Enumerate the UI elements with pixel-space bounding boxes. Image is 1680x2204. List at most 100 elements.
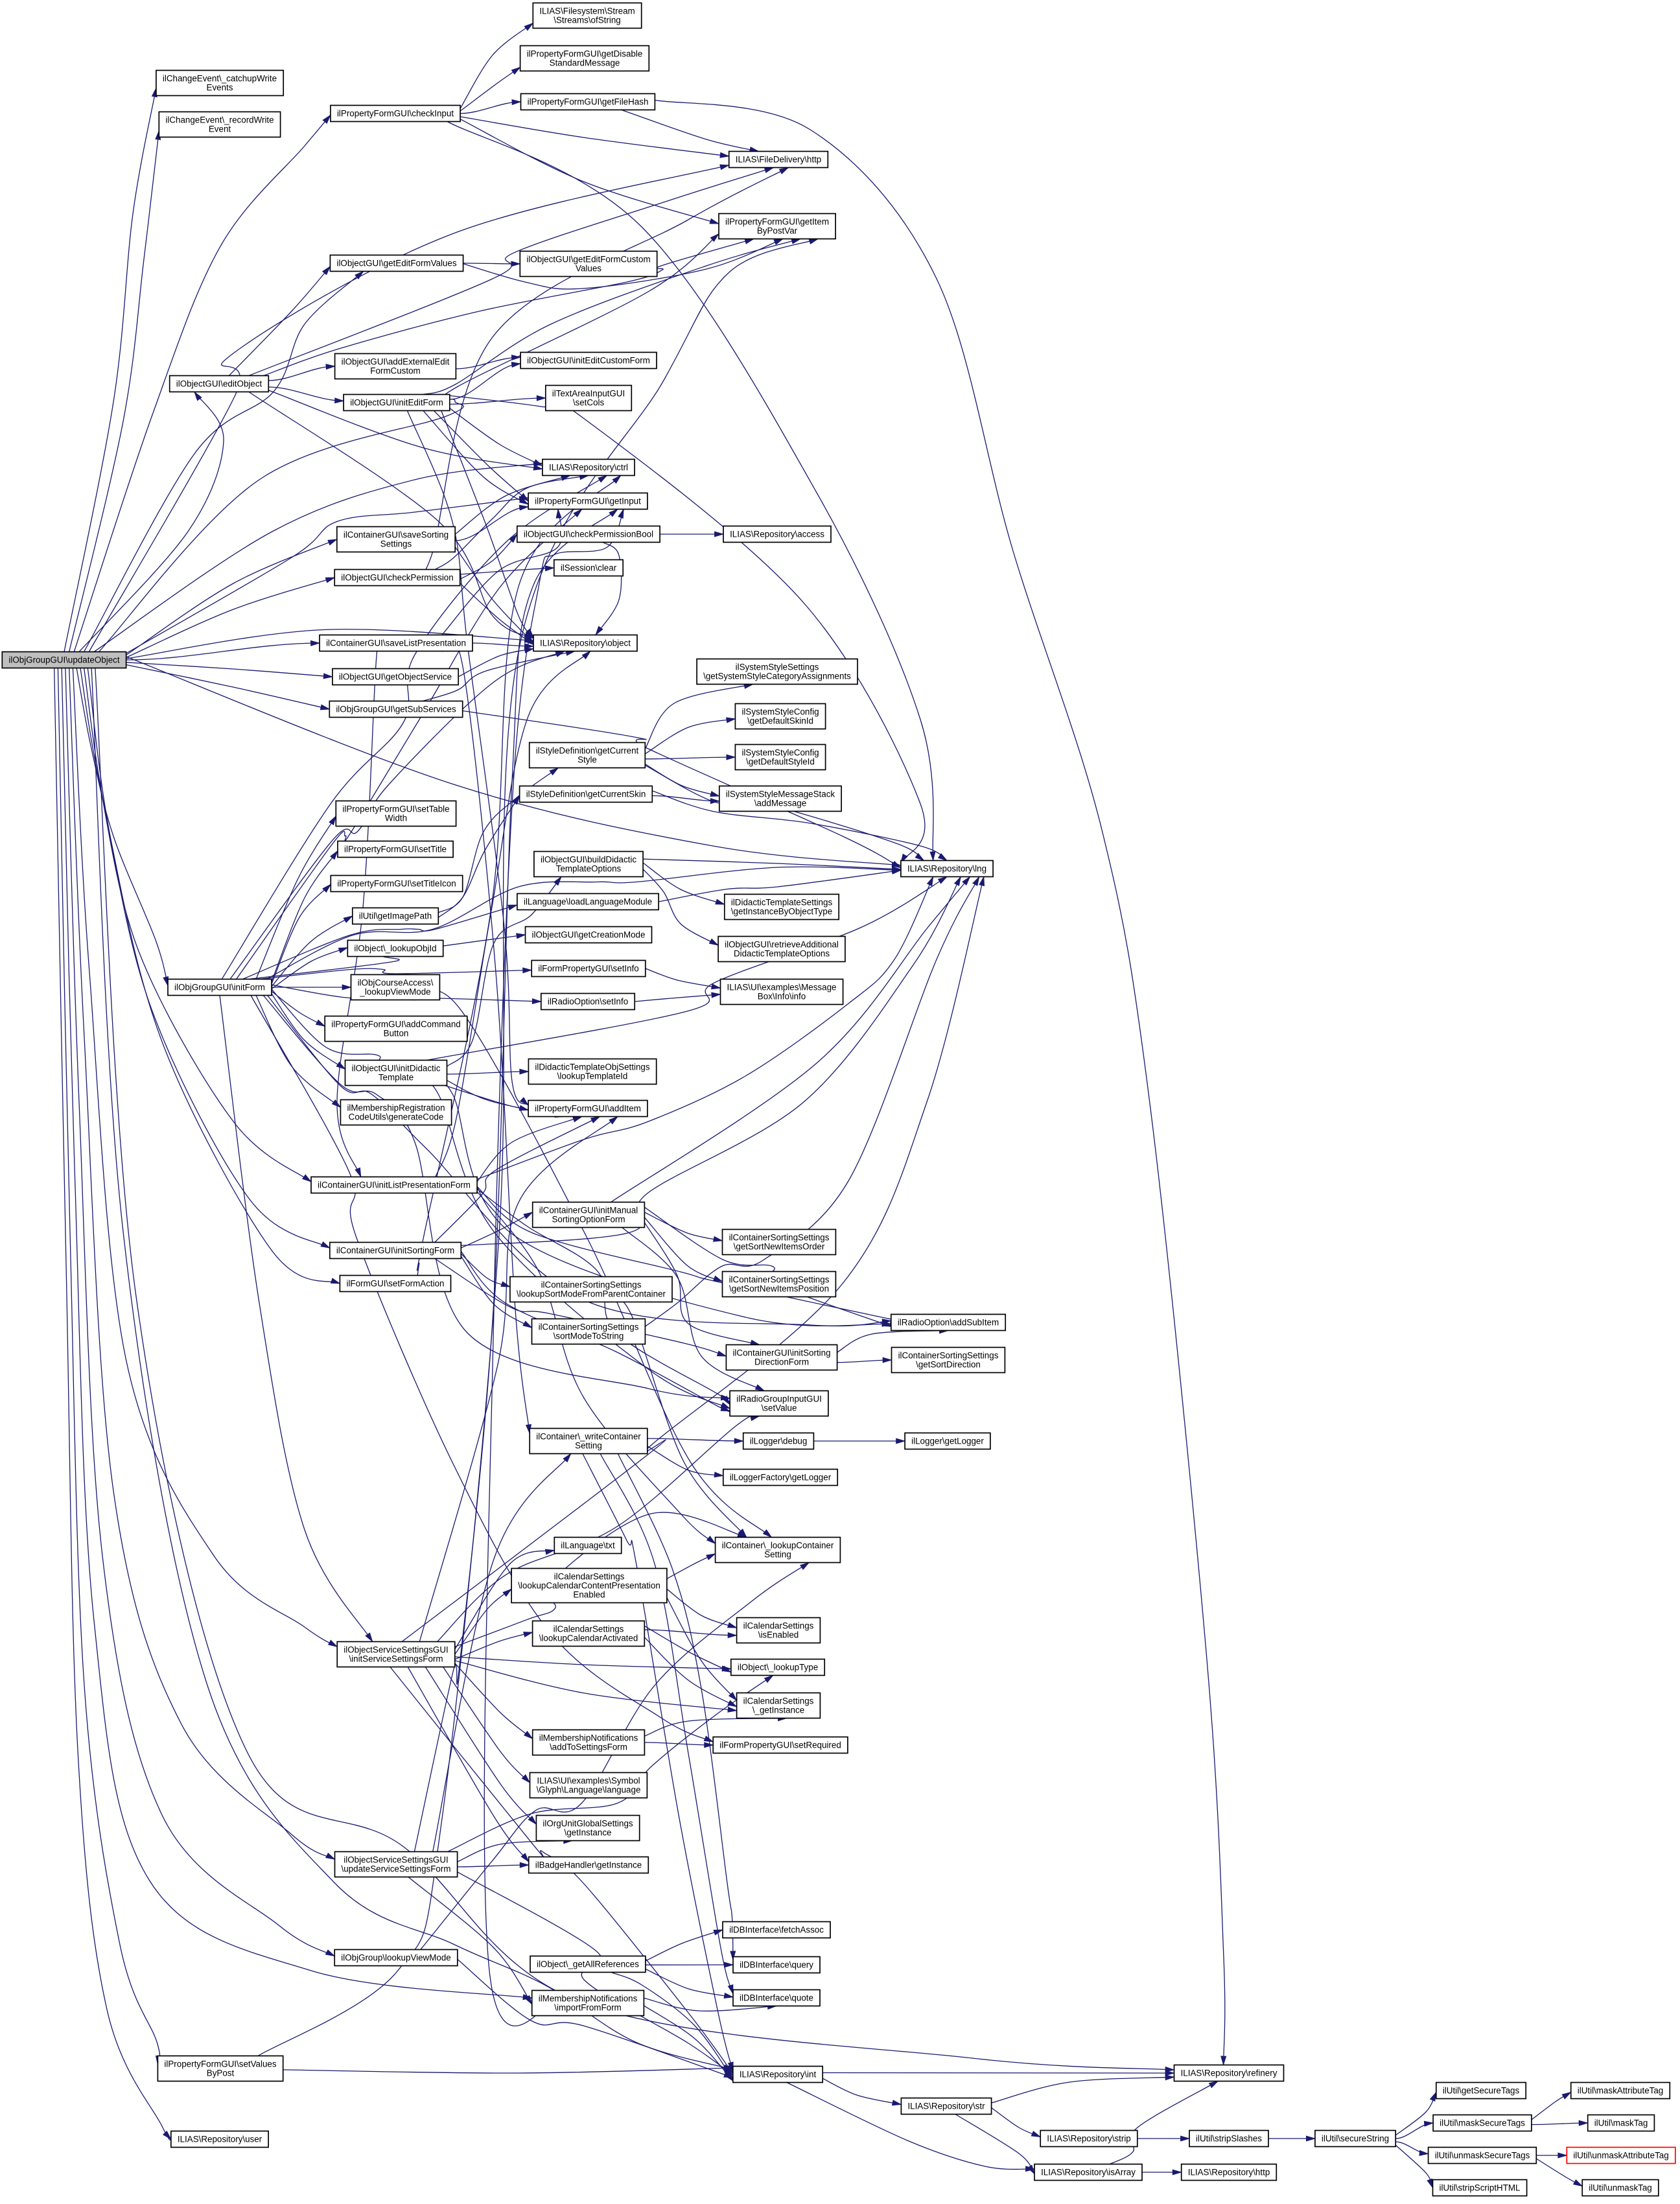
svg-text:ilCalendarSettings: ilCalendarSettings bbox=[743, 1696, 814, 1706]
svg-text:ilPropertyFormGUI\addCommand: ilPropertyFormGUI\addCommand bbox=[331, 1020, 460, 1029]
svg-text:\_getInstance: \_getInstance bbox=[752, 1706, 804, 1715]
svg-text:ilStyleDefinition\getCurrentSk: ilStyleDefinition\getCurrentSkin bbox=[526, 790, 646, 799]
svg-text:ilPropertyFormGUI\addItem: ilPropertyFormGUI\addItem bbox=[535, 1104, 641, 1114]
svg-text:\getDefaultSkinId: \getDefaultSkinId bbox=[747, 716, 813, 726]
svg-text:Style: Style bbox=[578, 755, 597, 765]
svg-text:ilUtil\getImagePath: ilUtil\getImagePath bbox=[359, 911, 432, 921]
svg-text:Button: Button bbox=[384, 1029, 409, 1038]
svg-text:ilObjectGUI\buildDidactic: ilObjectGUI\buildDidactic bbox=[541, 855, 636, 865]
svg-text:_lookupViewMode: _lookupViewMode bbox=[359, 987, 430, 997]
svg-text:\getInstanceByObjectType: \getInstanceByObjectType bbox=[731, 907, 832, 917]
svg-text:\lookupTemplateId: \lookupTemplateId bbox=[557, 1072, 628, 1081]
svg-text:ilDBInterface\quote: ilDBInterface\quote bbox=[740, 1993, 813, 2003]
svg-text:TemplateOptions: TemplateOptions bbox=[556, 864, 622, 874]
svg-text:ilPropertyFormGUI\getFileHash: ilPropertyFormGUI\getFileHash bbox=[528, 97, 649, 107]
svg-text:Box\Info\info: Box\Info\info bbox=[758, 992, 806, 1002]
svg-text:ilContainerSortingSettings: ilContainerSortingSettings bbox=[541, 1280, 642, 1290]
svg-text:ilObjectServiceSettingsGUI: ilObjectServiceSettingsGUI bbox=[344, 1855, 449, 1865]
svg-text:ilPropertyFormGUI\setTable: ilPropertyFormGUI\setTable bbox=[342, 804, 449, 814]
svg-text:ilObjectGUI\checkPermission: ilObjectGUI\checkPermission bbox=[341, 573, 453, 583]
svg-text:ilUtil\stripScriptHTML: ilUtil\stripScriptHTML bbox=[1440, 2183, 1521, 2193]
svg-text:ilObjectGUI\editObject: ilObjectGUI\editObject bbox=[176, 379, 262, 389]
svg-text:\lookupCalendarActivated: \lookupCalendarActivated bbox=[539, 1634, 638, 1643]
svg-text:ilContainerGUI\saveSorting: ilContainerGUI\saveSorting bbox=[344, 530, 449, 540]
svg-text:\setValue: \setValue bbox=[762, 1403, 797, 1413]
svg-text:ilMembershipRegistration: ilMembershipRegistration bbox=[347, 1103, 445, 1113]
svg-text:\lookupSortModeFromParentConta: \lookupSortModeFromParentContainer bbox=[517, 1289, 666, 1299]
svg-text:ilSystemStyleConfig: ilSystemStyleConfig bbox=[741, 707, 819, 717]
svg-text:ilBadgeHandler\getInstance: ilBadgeHandler\getInstance bbox=[535, 1860, 642, 1870]
svg-text:ilObjectGUI\getEditFormValues: ilObjectGUI\getEditFormValues bbox=[336, 259, 456, 268]
svg-text:ilUtil\unmaskAttributeTag: ilUtil\unmaskAttributeTag bbox=[1573, 2151, 1668, 2161]
svg-text:\Glyph\Language\language: \Glyph\Language\language bbox=[537, 1785, 641, 1795]
svg-text:\importFromForm: \importFromForm bbox=[554, 2003, 621, 2013]
svg-text:Settings: Settings bbox=[380, 539, 412, 549]
svg-text:\lookupCalendarContentPresenta: \lookupCalendarContentPresentation bbox=[518, 1581, 660, 1591]
svg-text:ilObject\_lookupObjId: ilObject\_lookupObjId bbox=[354, 944, 436, 954]
svg-text:ilCalendarSettings: ilCalendarSettings bbox=[554, 1572, 625, 1582]
svg-text:ilOrgUnitGlobalSettings: ilOrgUnitGlobalSettings bbox=[542, 1819, 633, 1829]
svg-text:ilContainer\_writeContainer: ilContainer\_writeContainer bbox=[536, 1432, 641, 1442]
svg-text:ilLanguage\txt: ilLanguage\txt bbox=[561, 1541, 615, 1551]
svg-text:ilDBInterface\fetchAssoc: ilDBInterface\fetchAssoc bbox=[729, 1925, 824, 1935]
svg-text:ilPropertyFormGUI\checkInput: ilPropertyFormGUI\checkInput bbox=[337, 109, 454, 119]
svg-text:\updateServiceSettingsForm: \updateServiceSettingsForm bbox=[342, 1864, 451, 1874]
svg-text:ilUtil\unmaskTag: ilUtil\unmaskTag bbox=[1589, 2183, 1652, 2193]
svg-text:ilUtil\secureString: ilUtil\secureString bbox=[1322, 2134, 1389, 2144]
svg-text:SortingOptionForm: SortingOptionForm bbox=[552, 1215, 625, 1225]
svg-text:ilCalendarSettings: ilCalendarSettings bbox=[554, 1624, 624, 1634]
svg-text:ilRadioGroupInputGUI: ilRadioGroupInputGUI bbox=[736, 1394, 822, 1404]
svg-text:ILIAS\FileDelivery\http: ILIAS\FileDelivery\http bbox=[736, 155, 821, 165]
svg-text:ilObjGroup\lookupViewMode: ilObjGroup\lookupViewMode bbox=[341, 1953, 450, 1963]
svg-text:Width: Width bbox=[385, 814, 407, 823]
svg-text:ilPropertyFormGUI\getDisable: ilPropertyFormGUI\getDisable bbox=[527, 49, 643, 59]
svg-text:ILIAS\Repository\access: ILIAS\Repository\access bbox=[730, 530, 824, 539]
svg-text:DirectionForm: DirectionForm bbox=[754, 1357, 809, 1367]
svg-text:ilLogger\debug: ilLogger\debug bbox=[750, 1436, 808, 1446]
svg-text:\initServiceSettingsForm: \initServiceSettingsForm bbox=[349, 1654, 443, 1664]
svg-text:ILIAS\Filesystem\Stream: ILIAS\Filesystem\Stream bbox=[539, 6, 635, 16]
svg-text:ilCalendarSettings: ilCalendarSettings bbox=[743, 1621, 814, 1631]
svg-text:ilContainerSortingSettings: ilContainerSortingSettings bbox=[729, 1233, 830, 1243]
svg-text:FormCustom: FormCustom bbox=[370, 366, 420, 376]
svg-text:ilUtil\unmaskSecureTags: ilUtil\unmaskSecureTags bbox=[1435, 2151, 1530, 2161]
svg-text:\Streams\ofString: \Streams\ofString bbox=[554, 16, 620, 25]
svg-text:ilObjectServiceSettingsGUI: ilObjectServiceSettingsGUI bbox=[344, 1645, 449, 1655]
svg-text:ilPropertyFormGUI\setValues: ilPropertyFormGUI\setValues bbox=[164, 2059, 276, 2069]
svg-text:ilObjGroupGUI\initForm: ilObjGroupGUI\initForm bbox=[174, 983, 265, 992]
svg-text:ilDBInterface\query: ilDBInterface\query bbox=[740, 1960, 813, 1970]
svg-text:ilChangeEvent\_recordWrite: ilChangeEvent\_recordWrite bbox=[165, 115, 274, 125]
svg-text:ilPropertyFormGUI\setTitle: ilPropertyFormGUI\setTitle bbox=[344, 845, 447, 854]
svg-text:ilLoggerFactory\getLogger: ilLoggerFactory\getLogger bbox=[730, 1473, 832, 1483]
svg-text:ILIAS\Repository\ctrl: ILIAS\Repository\ctrl bbox=[549, 463, 628, 473]
svg-text:\getSortNewItemsOrder: \getSortNewItemsOrder bbox=[734, 1242, 825, 1252]
svg-text:ilUtil\maskTag: ilUtil\maskTag bbox=[1594, 2118, 1648, 2128]
svg-text:\isEnabled: \isEnabled bbox=[758, 1630, 799, 1640]
svg-text:\getInstance: \getInstance bbox=[565, 1828, 612, 1838]
svg-text:ilUtil\getSecureTags: ilUtil\getSecureTags bbox=[1443, 2086, 1520, 2096]
svg-text:ILIAS\Repository\user: ILIAS\Repository\user bbox=[178, 2135, 262, 2144]
svg-text:ilContainerSortingSettings: ilContainerSortingSettings bbox=[898, 1351, 999, 1361]
svg-text:ilDidacticTemplateObjSettings: ilDidacticTemplateObjSettings bbox=[535, 1062, 649, 1072]
svg-text:Setting: Setting bbox=[764, 1550, 791, 1560]
svg-text:Enabled: Enabled bbox=[573, 1590, 605, 1600]
svg-text:ilUtil\maskSecureTags: ilUtil\maskSecureTags bbox=[1440, 2118, 1525, 2128]
svg-text:Event: Event bbox=[209, 124, 231, 134]
svg-text:\setCols: \setCols bbox=[573, 398, 605, 408]
svg-text:ilContainerSortingSettings: ilContainerSortingSettings bbox=[729, 1275, 830, 1285]
svg-text:ByPost: ByPost bbox=[207, 2069, 235, 2078]
svg-text:ilObjectGUI\initEditForm: ilObjectGUI\initEditForm bbox=[350, 398, 443, 408]
svg-text:ilDidacticTemplateSettings: ilDidacticTemplateSettings bbox=[731, 898, 833, 908]
svg-text:ilContainerGUI\saveListPresent: ilContainerGUI\saveListPresentation bbox=[326, 639, 466, 648]
svg-text:ilSystemStyleConfig: ilSystemStyleConfig bbox=[741, 748, 819, 758]
svg-text:ilObjectGUI\initDidactic: ilObjectGUI\initDidactic bbox=[352, 1064, 441, 1073]
svg-text:ilObjGroupGUI\getSubServices: ilObjGroupGUI\getSubServices bbox=[336, 705, 456, 714]
svg-text:ILIAS\Repository\lng: ILIAS\Repository\lng bbox=[907, 864, 986, 874]
svg-text:ilSystemStyleMessageStack: ilSystemStyleMessageStack bbox=[726, 790, 835, 799]
svg-text:ilContainerSortingSettings: ilContainerSortingSettings bbox=[539, 1322, 639, 1332]
svg-text:ILIAS\Repository\int: ILIAS\Repository\int bbox=[740, 2070, 817, 2080]
svg-text:ilSystemStyleSettings: ilSystemStyleSettings bbox=[736, 662, 819, 672]
svg-text:ilStyleDefinition\getCurrent: ilStyleDefinition\getCurrent bbox=[536, 746, 639, 756]
svg-text:ILIAS\Repository\isArray: ILIAS\Repository\isArray bbox=[1041, 2168, 1136, 2177]
svg-text:\getSortNewItemsPosition: \getSortNewItemsPosition bbox=[729, 1284, 829, 1294]
